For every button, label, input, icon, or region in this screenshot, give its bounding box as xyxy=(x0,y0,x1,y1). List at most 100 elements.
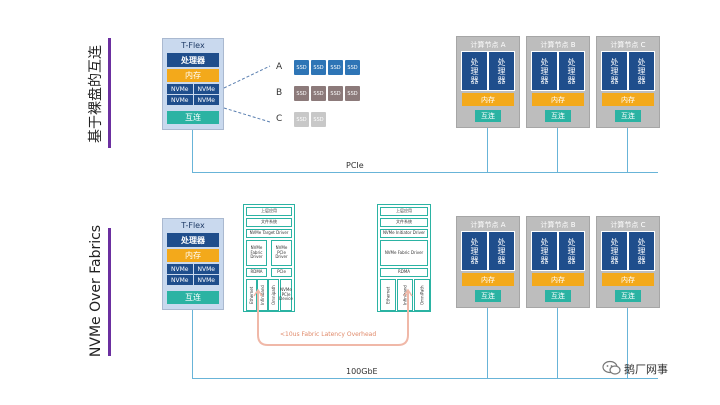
pcie-drop-host xyxy=(192,130,193,172)
pcie-drop-c xyxy=(627,128,628,172)
host-memory: 内存 xyxy=(167,69,219,82)
ssd-c1: SSD xyxy=(294,112,309,127)
ssd-a4: SSD xyxy=(345,60,360,75)
ssd-b1: SSD xyxy=(294,86,309,101)
nvme-slot: NVMe xyxy=(193,275,219,285)
host-interconnect: 互连 xyxy=(167,111,219,124)
stack-row: NVMe Fabric Driver xyxy=(246,240,267,266)
host-nvme-grid: NVMe NVMe NVMe NVMe xyxy=(167,84,219,105)
node-title: 计算节点 A xyxy=(470,41,506,49)
host-title: T-Flex xyxy=(181,221,205,230)
ethernet-drop-b xyxy=(557,308,558,378)
node-interconnect: 互连 xyxy=(615,110,641,122)
ssd-row-label-c: C xyxy=(276,114,283,124)
node-title: 计算节点 C xyxy=(610,221,646,229)
watermark-text: 鹅厂网事 xyxy=(624,363,668,376)
stack-row: NVMe PCIe Driver xyxy=(271,240,292,266)
node-memory: 内存 xyxy=(462,93,514,106)
node-cpu: 处理器 xyxy=(488,51,515,91)
compute-node-b-top: 计算节点 B 处理器 处理器 内存 互连 xyxy=(526,36,590,128)
ethernet-bus-line xyxy=(192,378,658,379)
node-cpu: 处理器 xyxy=(531,231,558,271)
nvme-slot: NVMe xyxy=(193,264,219,274)
node-cpu: 处理器 xyxy=(628,51,655,91)
compute-node-a-bottom: 计算节点 A 处理器 处理器 内存 互连 xyxy=(456,216,520,308)
node-cpu: 处理器 xyxy=(558,231,585,271)
node-cpu: 处理器 xyxy=(558,51,585,91)
ssd-row-label-b: B xyxy=(276,88,283,98)
node-title: 计算节点 B xyxy=(540,41,576,49)
nvme-slot: NVMe xyxy=(193,84,219,94)
node-memory: 内存 xyxy=(602,93,654,106)
stack-row: 上层应用 xyxy=(380,207,428,216)
ssd-a2: SSD xyxy=(311,60,326,75)
node-interconnect: 互连 xyxy=(475,110,501,122)
nvme-initiator-stack: 上层应用 文件系统 NVMe Initiator Driver NVMe Fab… xyxy=(377,204,431,312)
pcie-drop-b xyxy=(557,128,558,172)
host-title: T-Flex xyxy=(181,41,205,50)
node-interconnect: 互连 xyxy=(545,290,571,302)
ethernet-bus-label: 100GbE xyxy=(346,367,378,376)
pcie-bus-line xyxy=(192,172,658,173)
stack-row: 文件系统 xyxy=(246,218,292,227)
nvme-slot: NVMe xyxy=(193,95,219,105)
node-interconnect: 互连 xyxy=(615,290,641,302)
ethernet-drop-a xyxy=(487,308,488,378)
stack-row: PCIe xyxy=(271,268,292,277)
stack-row: 上层应用 xyxy=(246,207,292,216)
pcie-bus-label: PCIe xyxy=(346,161,364,170)
host-cpu: 处理器 xyxy=(167,233,219,247)
node-cpu: 处理器 xyxy=(461,231,488,271)
bottom-section-bar xyxy=(108,228,111,356)
compute-node-a-top: 计算节点 A 处理器 处理器 内存 互连 xyxy=(456,36,520,128)
node-cpu: 处理器 xyxy=(531,51,558,91)
ssd-b4: SSD xyxy=(345,86,360,101)
ethernet-drop-c xyxy=(627,308,628,378)
host-interconnect: 互连 xyxy=(167,291,219,304)
stack-row: NVMe PCIe Device xyxy=(279,279,293,311)
ethernet-drop-host xyxy=(192,310,193,378)
stack-row: NVMe Initiator Driver xyxy=(380,229,428,238)
wechat-icon xyxy=(602,360,621,375)
node-interconnect: 互连 xyxy=(475,290,501,302)
node-cpu: 处理器 xyxy=(488,231,515,271)
node-memory: 内存 xyxy=(462,273,514,286)
tflex-host-top: T-Flex 处理器 内存 NVMe NVMe NVMe NVMe 互连 xyxy=(162,38,224,130)
top-section-bar xyxy=(108,38,111,148)
node-memory: 内存 xyxy=(602,273,654,286)
node-memory: 内存 xyxy=(532,93,584,106)
compute-node-c-top: 计算节点 C 处理器 处理器 内存 互连 xyxy=(596,36,660,128)
tflex-host-bottom: T-Flex 处理器 内存 NVMe NVMe NVMe NVMe 互连 xyxy=(162,218,224,310)
compute-node-b-bottom: 计算节点 B 处理器 处理器 内存 互连 xyxy=(526,216,590,308)
node-cpu: 处理器 xyxy=(601,51,628,91)
node-title: 计算节点 C xyxy=(610,41,646,49)
node-cpu: 处理器 xyxy=(601,231,628,271)
compute-node-c-bottom: 计算节点 C 处理器 处理器 内存 互连 xyxy=(596,216,660,308)
node-cpu: 处理器 xyxy=(461,51,488,91)
stack-row: NVMe Target Driver xyxy=(246,229,292,238)
pcie-drop-a xyxy=(487,128,488,172)
node-title: 计算节点 A xyxy=(470,221,506,229)
ssd-a1: SSD xyxy=(294,60,309,75)
node-title: 计算节点 B xyxy=(540,221,576,229)
latency-label: <10us Fabric Latency Overhead xyxy=(280,331,377,338)
ssd-row-label-a: A xyxy=(276,62,283,72)
nvme-slot: NVMe xyxy=(167,264,193,274)
ssd-b3: SSD xyxy=(328,86,343,101)
host-cpu: 处理器 xyxy=(167,53,219,67)
host-memory: 内存 xyxy=(167,249,219,262)
ssd-c2: SSD xyxy=(311,112,326,127)
nvme-slot: NVMe xyxy=(167,275,193,285)
node-memory: 内存 xyxy=(532,273,584,286)
stack-row: RDMA xyxy=(380,268,428,277)
ssd-a3: SSD xyxy=(328,60,343,75)
stack-row: RDMA xyxy=(246,268,267,277)
ssd-b2: SSD xyxy=(311,86,326,101)
stack-row: 文件系统 xyxy=(380,218,428,227)
nvme-target-stack: 上层应用 文件系统 NVMe Target Driver NVMe Fabric… xyxy=(243,204,295,312)
stack-row: NVMe Fabric Driver xyxy=(380,240,428,266)
host-nvme-grid: NVMe NVMe NVMe NVMe xyxy=(167,264,219,285)
node-interconnect: 互连 xyxy=(545,110,571,122)
